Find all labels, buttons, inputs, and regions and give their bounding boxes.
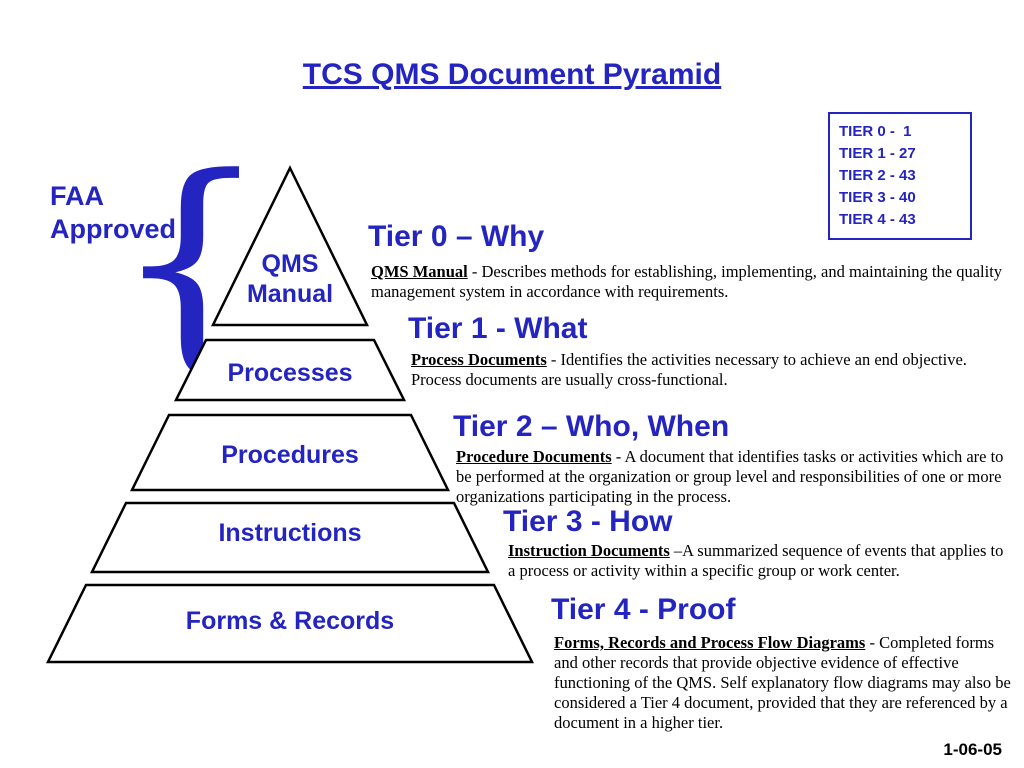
tier-2-description: Procedure Documents - A document that id… [456, 447, 1018, 507]
tier-count-line: TIER 0 - 1 [839, 123, 912, 140]
tier-1-text: - Identifies the activities necessary to… [411, 350, 967, 389]
tier-2-term: Procedure Documents [456, 447, 612, 466]
faa-line-2: Approved [50, 214, 177, 244]
pyramid-level-3-label: Instructions [218, 519, 361, 547]
tier-2-text: - A document that identifies tasks or ac… [456, 447, 1004, 506]
faa-approved-label: FAA Approved [50, 180, 176, 246]
tier-1-term: Process Documents [411, 350, 547, 369]
tier-counts-box: TIER 0 - 1 TIER 1 - 27 TIER 2 - 43 TIER … [828, 112, 972, 240]
tier-3-description: Instruction Documents –A summarized sequ… [508, 541, 1013, 581]
tier-1-heading: Tier 1 - What [408, 312, 588, 345]
tier-count-line: TIER 1 - 27 [839, 145, 916, 162]
pyramid-level-1-shape [173, 338, 407, 402]
tier-2-heading: Tier 2 – Who, When [453, 410, 730, 443]
pyramid-level-2-label: Procedures [221, 441, 359, 469]
tier-0-heading: Tier 0 – Why [368, 220, 545, 253]
pyramid-level-4-label: Forms & Records [186, 607, 394, 635]
tier-0-term: QMS Manual [371, 262, 468, 281]
tier-3-text: –A summarized sequence of events that ap… [508, 541, 1004, 580]
slide-date: 1-06-05 [943, 740, 1002, 759]
tier-count-line: TIER 2 - 43 [839, 167, 916, 184]
tier-4-term: Forms, Records and Process Flow Diagrams [554, 633, 866, 652]
tier-4-text: - Completed forms and other records that… [554, 633, 1011, 732]
tier-3-term: Instruction Documents [508, 541, 670, 560]
pyramid-level-0-label: Manual [247, 280, 333, 308]
pyramid-level-3-shape [89, 501, 491, 574]
pyramid-level-0-label: QMS [262, 250, 319, 278]
page-title: TCS QMS Document Pyramid [302, 58, 722, 91]
tier-count-line: TIER 3 - 40 [839, 189, 916, 206]
pyramid-level-4-shape [45, 583, 535, 664]
tier-1-description: Process Documents - Identifies the activ… [411, 350, 1017, 390]
pyramid-level-1-label: Processes [227, 359, 352, 387]
pyramid-level-2-shape [129, 413, 451, 492]
faa-line-1: FAA [50, 181, 104, 211]
tier-0-description: QMS Manual - Describes methods for estab… [371, 262, 1003, 302]
tier-4-heading: Tier 4 - Proof [551, 593, 736, 626]
pyramid-level-0-shape [210, 165, 370, 327]
tier-4-description: Forms, Records and Process Flow Diagrams… [554, 633, 1012, 733]
tier-0-text: - Describes methods for establishing, im… [371, 262, 1003, 301]
tier-count-line: TIER 4 - 43 [839, 211, 916, 228]
pyramid-diagram: QMS Manual Processes Procedures Instruct… [45, 165, 535, 664]
tier-3-heading: Tier 3 - How [503, 505, 673, 538]
